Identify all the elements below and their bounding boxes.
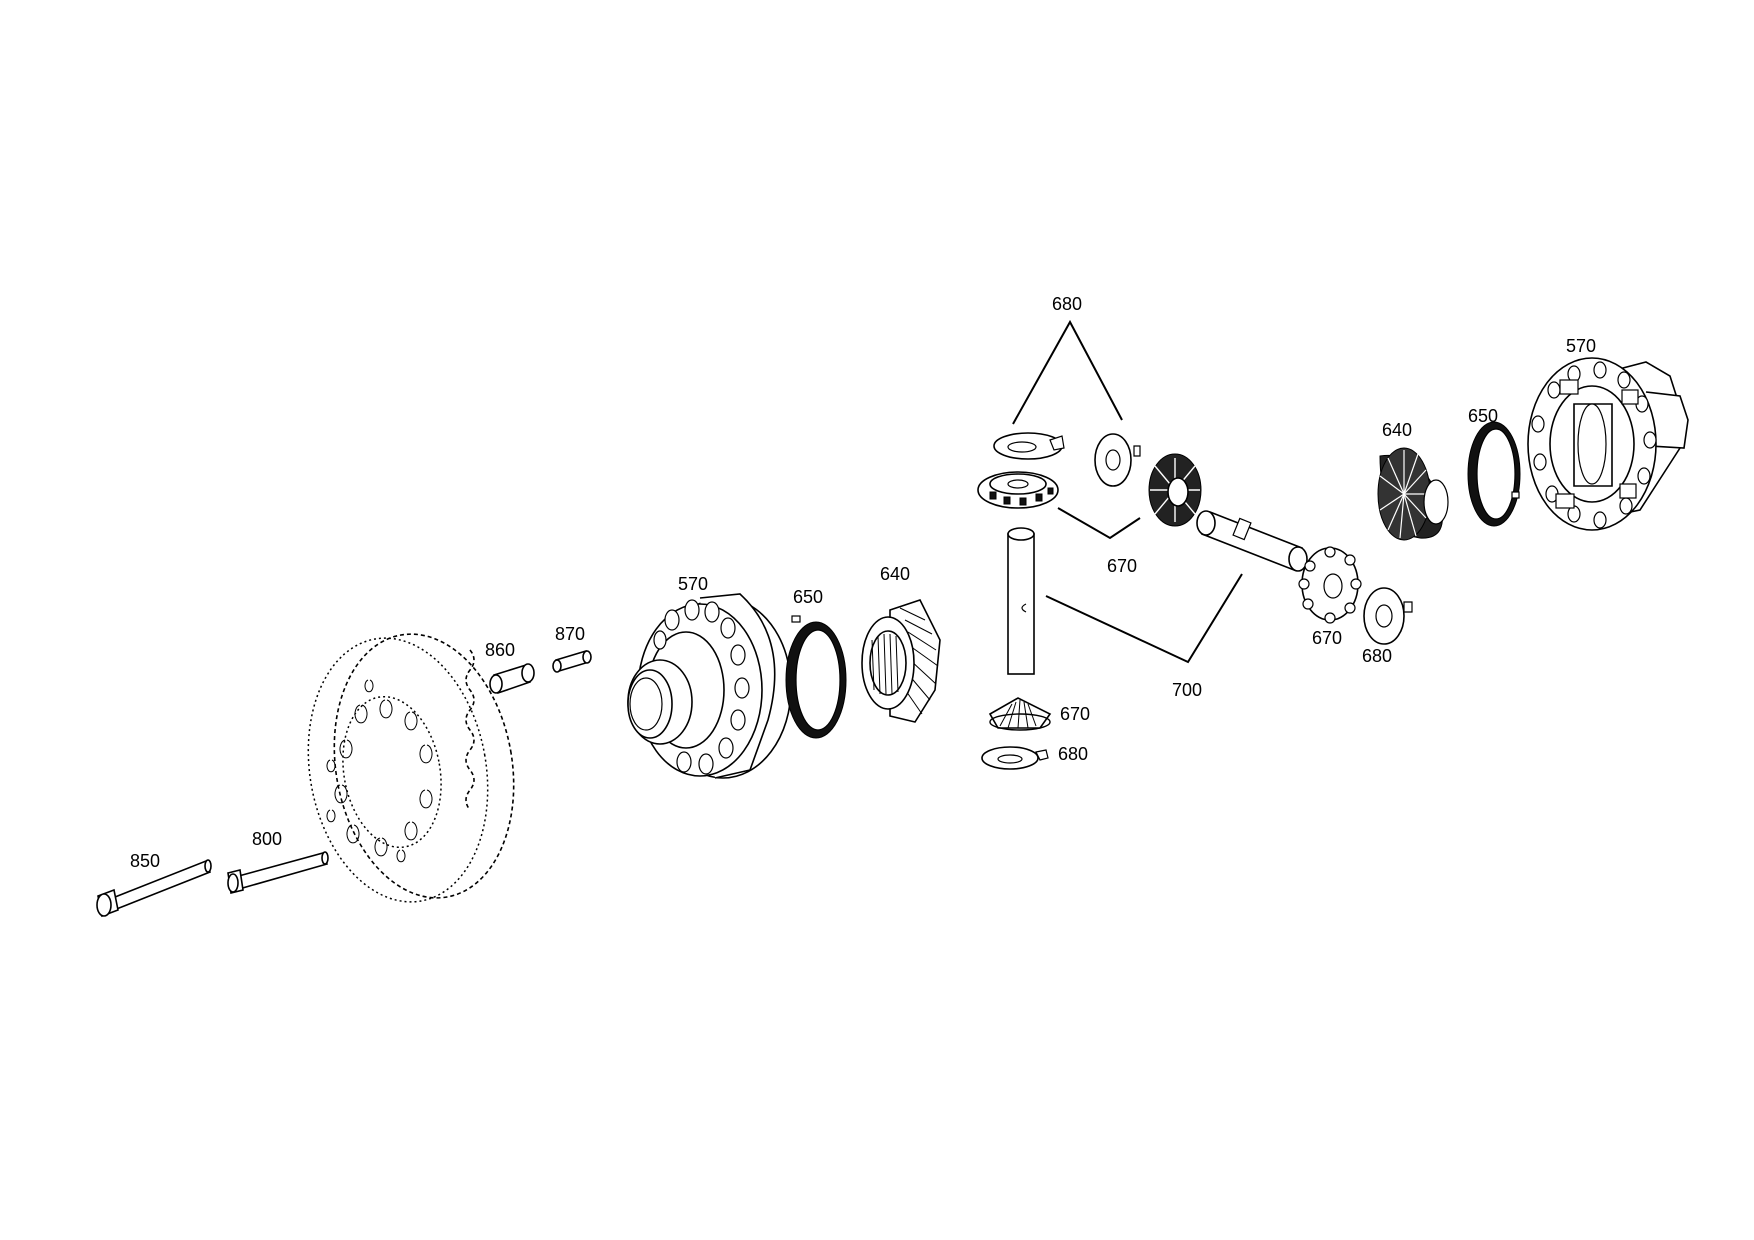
part-680-washer-lower[interactable] bbox=[981, 746, 1049, 770]
part-650-washer-right[interactable] bbox=[1467, 421, 1521, 527]
part-640-side-gear-right[interactable] bbox=[1377, 447, 1449, 541]
label-680-c: 680 bbox=[1362, 646, 1392, 666]
label-860: 860 bbox=[485, 640, 515, 660]
label-570-right: 570 bbox=[1566, 336, 1596, 356]
part-670-pinion-right[interactable] bbox=[1298, 546, 1362, 624]
part-850-bolt[interactable] bbox=[96, 859, 212, 918]
label-670-c: 670 bbox=[1312, 628, 1342, 648]
leader-700 bbox=[1045, 573, 1243, 664]
label-700: 700 bbox=[1172, 680, 1202, 700]
label-650-right: 650 bbox=[1468, 406, 1498, 426]
label-650-left: 650 bbox=[793, 587, 823, 607]
label-670-a: 670 bbox=[1107, 556, 1137, 576]
label-800: 800 bbox=[252, 829, 282, 849]
leader-670-a bbox=[1057, 507, 1141, 540]
part-670-pinion-top[interactable] bbox=[977, 471, 1059, 509]
label-680-b: 680 bbox=[1058, 744, 1088, 764]
part-800-stud[interactable] bbox=[227, 851, 329, 894]
label-670-b: 670 bbox=[1060, 704, 1090, 724]
part-680-washer-upper-right[interactable] bbox=[1094, 433, 1141, 487]
part-670-pinion-lower[interactable] bbox=[988, 697, 1052, 731]
label-850: 850 bbox=[130, 851, 160, 871]
part-670-pinion-upper[interactable] bbox=[1148, 453, 1202, 527]
part-860-sleeve[interactable] bbox=[489, 663, 535, 695]
part-570-housing-left[interactable] bbox=[627, 593, 792, 779]
label-870: 870 bbox=[555, 624, 585, 644]
ring-gear-reference bbox=[307, 633, 515, 903]
part-680-washer-right[interactable] bbox=[1363, 587, 1413, 645]
label-680-top: 680 bbox=[1052, 294, 1082, 314]
part-650-washer-left[interactable] bbox=[785, 615, 847, 739]
label-640-right: 640 bbox=[1382, 420, 1412, 440]
leader-680-top bbox=[1012, 319, 1123, 425]
part-700-pin-vertical[interactable] bbox=[1007, 527, 1035, 675]
part-870-pin[interactable] bbox=[552, 649, 592, 673]
label-640-left: 640 bbox=[880, 564, 910, 584]
part-640-side-gear-left[interactable] bbox=[861, 599, 941, 723]
part-700-cross-shaft[interactable] bbox=[1196, 510, 1308, 572]
part-680-washer-top[interactable] bbox=[993, 432, 1065, 460]
part-570-housing-right[interactable] bbox=[1527, 357, 1689, 531]
label-570-left: 570 bbox=[678, 574, 708, 594]
